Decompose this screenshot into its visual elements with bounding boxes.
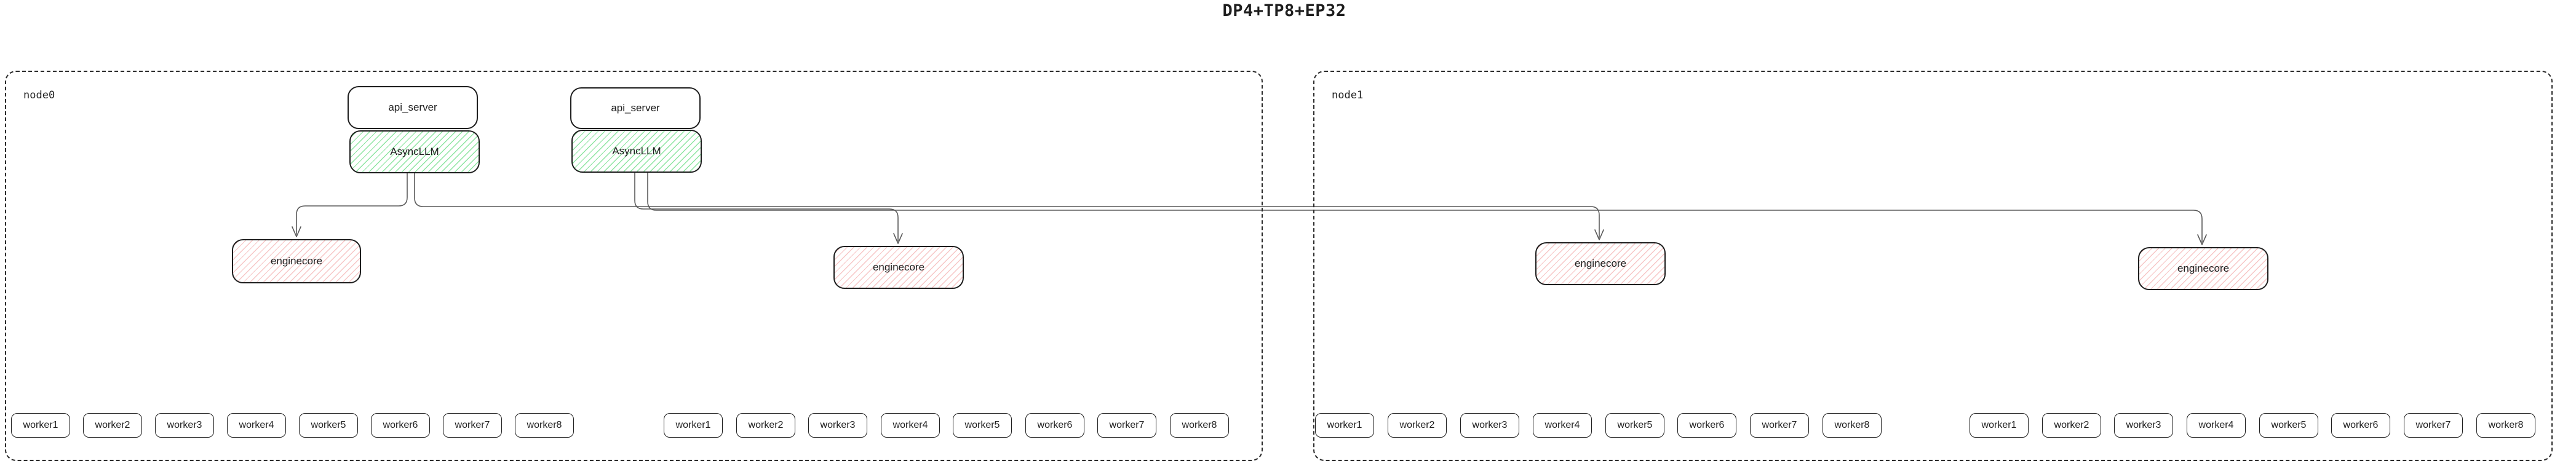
asyncllm-box-1: AsyncLLM — [349, 130, 480, 173]
worker-box: worker7 — [443, 413, 502, 438]
worker-box: worker7 — [2404, 413, 2463, 438]
worker-box: worker1 — [664, 413, 723, 438]
node0-label: node0 — [23, 89, 55, 101]
worker-box: worker3 — [1460, 413, 1519, 438]
worker-box: worker1 — [11, 413, 70, 438]
worker-box: worker4 — [2187, 413, 2246, 438]
page-title: DP4+TP8+EP32 — [1222, 1, 1346, 20]
worker-box: worker4 — [881, 413, 940, 438]
worker-box: worker7 — [1097, 413, 1156, 438]
worker-box: worker7 — [1750, 413, 1809, 438]
worker-box: worker1 — [1315, 413, 1374, 438]
node1-box: node1 enginecore enginecore worker1 work… — [1313, 71, 2553, 461]
node0-box: node0 api_server AsyncLLM api_server Asy… — [5, 71, 1263, 461]
worker-box: worker5 — [1605, 413, 1664, 438]
worker-box: worker5 — [299, 413, 358, 438]
worker-box: worker5 — [2259, 413, 2318, 438]
worker-box: worker2 — [2042, 413, 2101, 438]
worker-box: worker2 — [736, 413, 795, 438]
worker-box: worker4 — [1533, 413, 1592, 438]
enginecore-box-2: enginecore — [833, 246, 964, 289]
worker-box: worker6 — [2331, 413, 2390, 438]
api-server-box-1: api_server — [348, 86, 478, 129]
enginecore-box-4: enginecore — [2138, 247, 2268, 290]
api-server-box-2: api_server — [570, 87, 701, 129]
asyncllm-box-2: AsyncLLM — [571, 130, 702, 173]
worker-box: worker8 — [2476, 413, 2535, 438]
worker-box: worker3 — [2114, 413, 2173, 438]
worker-box: worker3 — [155, 413, 214, 438]
worker-box: worker2 — [83, 413, 142, 438]
worker-box: worker6 — [371, 413, 430, 438]
worker-box: worker8 — [1170, 413, 1229, 438]
worker-box: worker4 — [227, 413, 286, 438]
enginecore-box-3: enginecore — [1535, 242, 1666, 285]
worker-box: worker2 — [1388, 413, 1447, 438]
worker-box: worker6 — [1677, 413, 1736, 438]
node1-label: node1 — [1332, 89, 1364, 101]
worker-box: worker1 — [1970, 413, 2029, 438]
worker-box: worker3 — [808, 413, 867, 438]
worker-box: worker6 — [1025, 413, 1084, 438]
worker-box: worker8 — [515, 413, 574, 438]
worker-box: worker5 — [953, 413, 1012, 438]
enginecore-box-1: enginecore — [232, 239, 361, 283]
worker-box: worker8 — [1823, 413, 1882, 438]
